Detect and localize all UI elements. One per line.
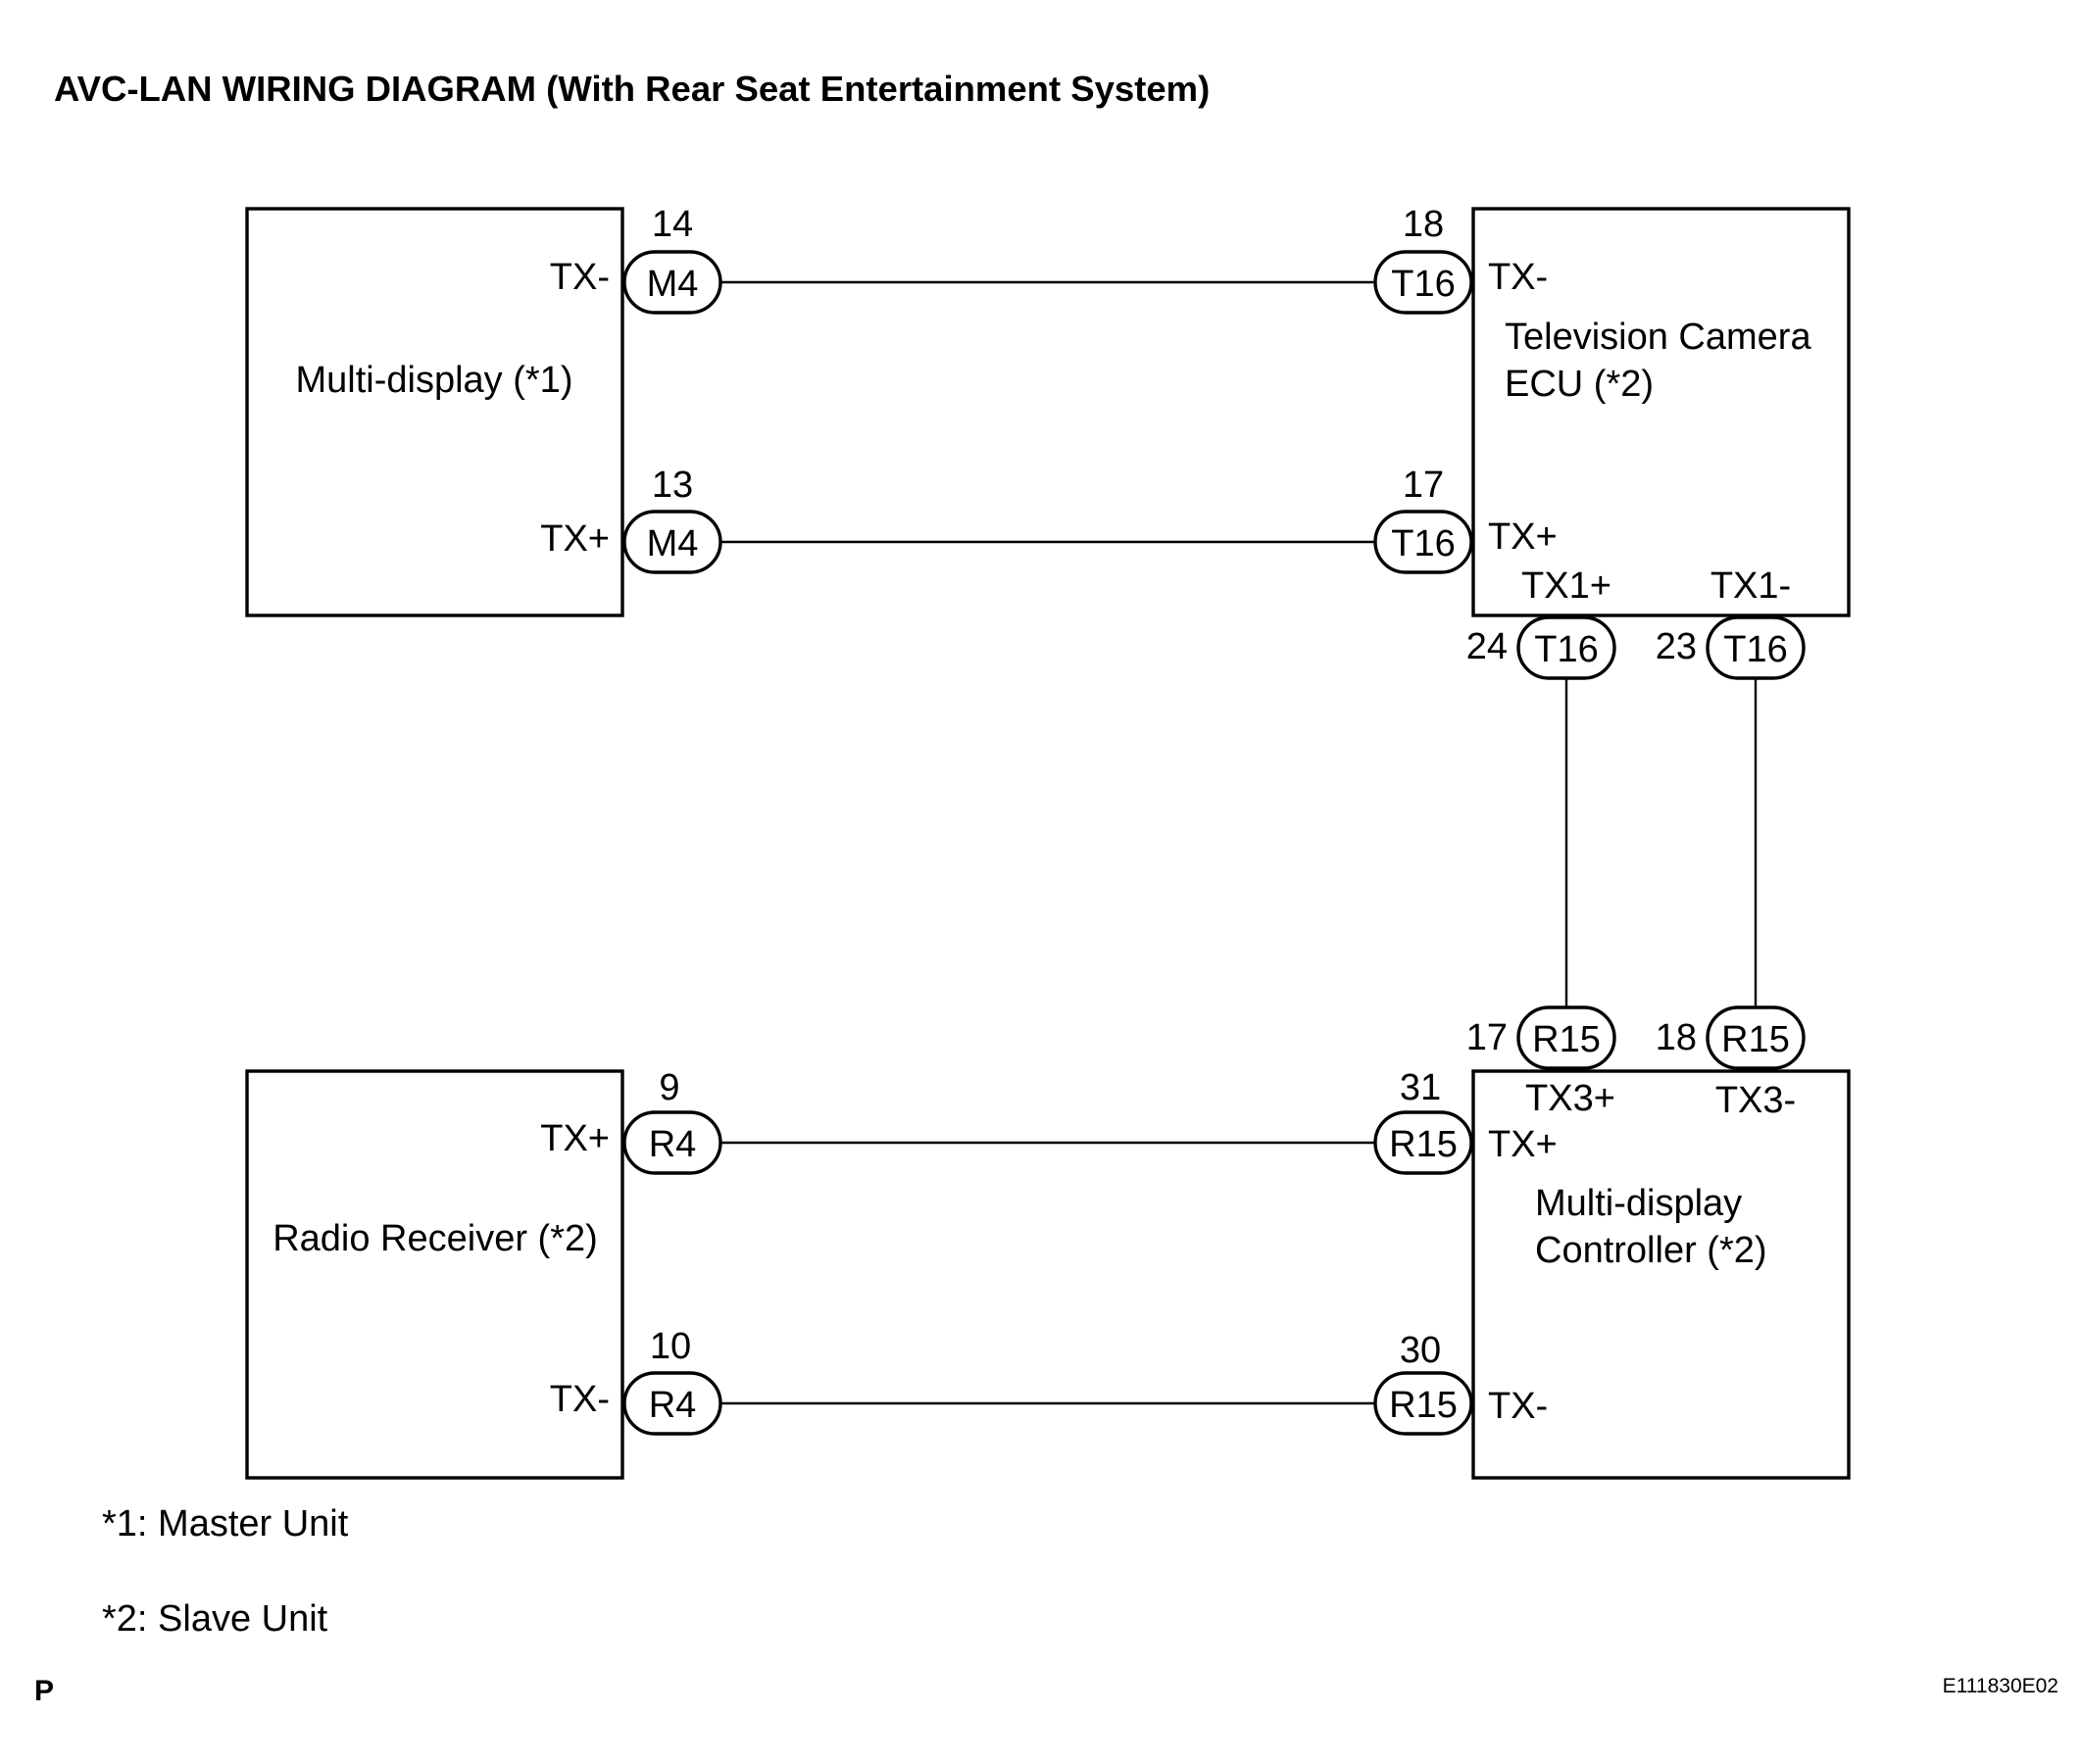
pin-number: 10 — [650, 1326, 691, 1367]
signal-label: TX- — [550, 1379, 610, 1420]
connector-id: T16 — [1391, 523, 1455, 564]
connector-r15-pin31: R15 — [1373, 1110, 1473, 1175]
connector-id: R15 — [1532, 1019, 1601, 1060]
signal-label: TX3+ — [1525, 1078, 1615, 1119]
connector-id: T16 — [1391, 264, 1455, 305]
multi-display-controller-label-line1: Multi-display — [1535, 1183, 1742, 1224]
connector-r15-pin17: R15 — [1516, 1005, 1616, 1070]
signal-label: TX+ — [1488, 1124, 1558, 1165]
multi-display-controller-label-line2: Controller (*2) — [1535, 1230, 1767, 1271]
signal-label: TX- — [550, 257, 610, 298]
signal-label: TX1- — [1710, 565, 1791, 607]
connector-id: R4 — [649, 1124, 697, 1165]
connector-m4-pin14: M4 — [622, 250, 722, 315]
multi-display-controller-box — [1471, 1069, 1851, 1480]
signal-label: TX1+ — [1521, 565, 1611, 607]
signal-label: TX+ — [540, 1118, 610, 1159]
pin-number: 18 — [1656, 1017, 1697, 1058]
connector-id: M4 — [647, 523, 699, 564]
pin-number: 14 — [652, 204, 693, 245]
pin-number: 31 — [1400, 1067, 1441, 1108]
television-camera-ecu-label-line2: ECU (*2) — [1505, 364, 1654, 405]
pin-number: 24 — [1466, 626, 1508, 667]
signal-label: TX- — [1488, 257, 1548, 298]
pin-number: 30 — [1400, 1330, 1441, 1371]
multi-display-label: Multi-display (*1) — [296, 360, 573, 401]
connector-t16-pin24: T16 — [1516, 615, 1616, 680]
pin-number: 17 — [1403, 465, 1444, 506]
connector-id: T16 — [1723, 629, 1787, 670]
note-slave-unit: *2: Slave Unit — [102, 1598, 328, 1640]
connector-id: T16 — [1534, 629, 1598, 670]
connector-t16-pin23: T16 — [1706, 615, 1806, 680]
connector-r15-pin30: R15 — [1373, 1371, 1473, 1436]
connector-t16-pin17: T16 — [1373, 510, 1473, 574]
connector-id: R4 — [649, 1385, 697, 1426]
connector-t16-pin18: T16 — [1373, 250, 1473, 315]
connector-id: R15 — [1721, 1019, 1790, 1060]
pin-number: 9 — [659, 1067, 679, 1108]
connector-r15-pin18: R15 — [1706, 1005, 1806, 1070]
radio-receiver-label: Radio Receiver (*2) — [273, 1218, 598, 1259]
signal-label: TX+ — [1488, 516, 1558, 558]
connector-r4-pin9: R4 — [622, 1110, 722, 1175]
pin-number: 23 — [1656, 626, 1697, 667]
television-camera-ecu-label-line1: Television Camera — [1505, 317, 1811, 358]
pin-number: 18 — [1403, 204, 1444, 245]
connector-m4-pin13: M4 — [622, 510, 722, 574]
signal-label: TX- — [1488, 1386, 1548, 1427]
radio-receiver-box — [245, 1069, 624, 1480]
connector-id: R15 — [1389, 1124, 1458, 1165]
note-master-unit: *1: Master Unit — [102, 1503, 349, 1544]
signal-label: TX3- — [1715, 1080, 1796, 1121]
diagram-title: AVC-LAN WIRING DIAGRAM (With Rear Seat E… — [54, 69, 1210, 109]
pin-number: 13 — [652, 465, 693, 506]
signal-label: TX+ — [540, 518, 610, 560]
footer-mark: P — [34, 1675, 54, 1707]
connector-id: R15 — [1389, 1385, 1458, 1426]
multi-display-box — [245, 207, 624, 617]
television-camera-ecu-box — [1471, 207, 1851, 617]
pin-number: 17 — [1466, 1017, 1508, 1058]
connector-r4-pin10: R4 — [622, 1371, 722, 1436]
connector-id: M4 — [647, 264, 699, 305]
figure-code: E111830E02 — [1943, 1675, 2058, 1697]
